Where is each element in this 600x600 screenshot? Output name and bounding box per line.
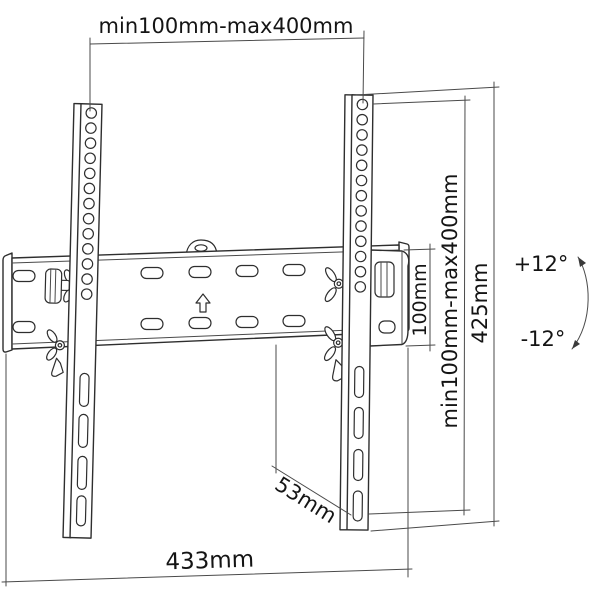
knob-body xyxy=(374,261,395,298)
clip-blade xyxy=(46,329,58,343)
clip-pin xyxy=(336,281,342,287)
wall-slot xyxy=(235,315,259,329)
mounting-hole xyxy=(354,265,367,278)
mounting-hole xyxy=(82,243,94,255)
knob-body xyxy=(44,268,63,304)
tilt-angle-annotation: +12° -12° xyxy=(514,252,589,351)
right-bracket-holes xyxy=(354,98,369,293)
tv-plate-slot xyxy=(378,320,396,334)
mounting-hole xyxy=(84,137,97,149)
mounting-hole xyxy=(354,281,367,293)
mounting-hole xyxy=(356,98,369,111)
right-tilt-knob xyxy=(374,261,395,298)
mounting-hole xyxy=(81,258,94,270)
wall-slot xyxy=(282,314,306,328)
wall-slot xyxy=(282,263,306,277)
left-bracket-slots xyxy=(75,372,90,527)
left-vesa-bracket xyxy=(44,102,103,539)
knob-ridge xyxy=(54,269,57,303)
bracket-slot xyxy=(353,448,364,482)
knob-ridge xyxy=(49,269,52,303)
dimension-plate-width: 433mm xyxy=(1,347,413,587)
tilt-arc xyxy=(571,256,589,350)
tv-plate-profile xyxy=(369,249,410,347)
bracket-front-face xyxy=(69,103,103,539)
clip-pin xyxy=(335,340,341,346)
left-bracket-holes xyxy=(80,107,98,300)
mounting-hole xyxy=(83,197,95,210)
clip-pin xyxy=(57,342,63,348)
plate-width-label: 433mm xyxy=(165,547,254,576)
wall-slot xyxy=(188,316,212,330)
mounting-hole xyxy=(81,273,93,285)
wall-slot xyxy=(188,265,212,279)
dimension-vesa-width-top: min100mm-max400mm xyxy=(89,14,365,112)
mounting-hole xyxy=(80,288,93,300)
plate-height-label: 100mm xyxy=(409,263,431,336)
bracket-slot xyxy=(353,365,365,399)
wall-slot xyxy=(12,320,36,334)
right-wing-clamp-upper xyxy=(324,267,344,303)
mounting-hole xyxy=(356,113,369,126)
tilt-down-label: -12° xyxy=(521,327,566,351)
bracket-slot xyxy=(76,455,88,490)
clip-blade xyxy=(323,346,337,362)
wall-plate-left-cap xyxy=(2,252,13,353)
mounting-hole xyxy=(85,122,97,134)
dimension-plate-height: 100mm xyxy=(403,243,436,352)
clip-hook xyxy=(51,357,64,377)
dimension-vesa-height: min100mm-max400mm xyxy=(368,95,471,516)
mounting-hole xyxy=(84,152,96,165)
mounting-hole xyxy=(355,159,368,172)
tilt-arc-arrow-down xyxy=(572,340,580,349)
mounting-hole xyxy=(355,205,367,217)
wall-plate-slots-top-row xyxy=(12,263,306,283)
clip-blade xyxy=(46,347,58,361)
bracket-slot xyxy=(77,413,89,448)
dimension-bracket-height: 425mm xyxy=(355,81,500,532)
bracket-slot xyxy=(75,495,87,527)
right-vesa-bracket xyxy=(323,94,374,531)
mounting-hole xyxy=(83,182,96,195)
mounting-hole xyxy=(354,250,367,263)
clip-blade xyxy=(324,287,337,303)
vesa-width-label: min100mm-max400mm xyxy=(99,14,354,38)
depth-label: 53mm xyxy=(271,472,341,528)
tilt-up-label: +12° xyxy=(514,252,569,276)
mounting-hole xyxy=(82,227,95,240)
bracket-slot xyxy=(78,372,90,408)
mounting-hole xyxy=(356,144,368,156)
mounting-hole xyxy=(355,174,368,187)
right-bracket-slots xyxy=(352,365,365,522)
left-spring-clip xyxy=(46,329,65,377)
wall-plate-slots-bottom-row xyxy=(12,314,306,334)
wall-slot xyxy=(140,266,164,280)
mounting-hole xyxy=(356,129,368,141)
tilt-arc-arrow-up xyxy=(578,257,586,267)
bracket-slot xyxy=(352,490,363,522)
vesa-height-label: min100mm-max400mm xyxy=(438,174,462,429)
left-tilt-knob xyxy=(44,268,74,304)
latch-hole xyxy=(194,244,208,252)
mounting-hole xyxy=(85,107,98,119)
wall-slot xyxy=(235,264,259,278)
mounting-hole xyxy=(82,212,95,225)
bracket-height-label: 425mm xyxy=(468,263,492,344)
mounting-hole xyxy=(355,189,368,202)
wall-slot xyxy=(140,317,164,331)
mounting-hole xyxy=(83,167,96,180)
mounting-hole xyxy=(355,235,367,248)
mounting-hole xyxy=(355,220,367,232)
up-arrow-icon xyxy=(195,293,211,313)
bracket-slot xyxy=(353,406,364,440)
wall-slot xyxy=(12,269,36,283)
